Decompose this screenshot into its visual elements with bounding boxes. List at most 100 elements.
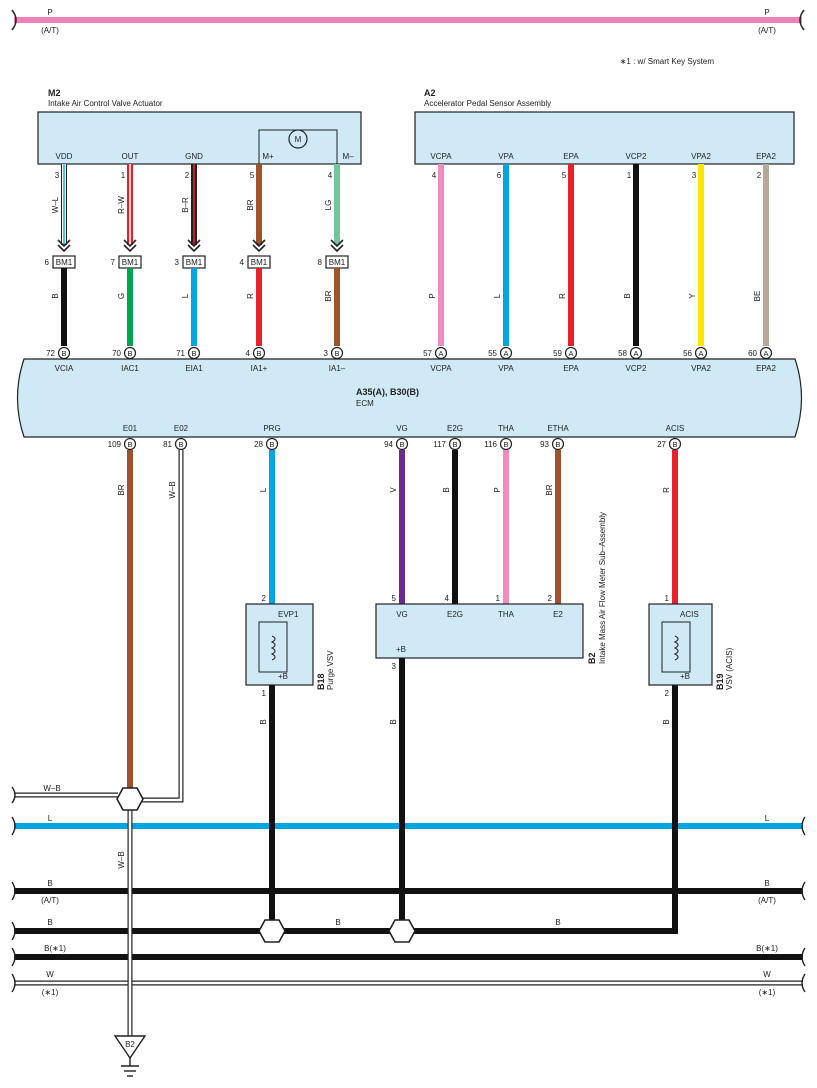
- ecm-connector-letter: B: [555, 440, 560, 449]
- bus-label: B(∗1): [44, 944, 66, 953]
- bm1-pin-number: 4: [240, 258, 245, 267]
- p-bus-right-label: P: [764, 8, 769, 17]
- ecm-top-terminal: EIA1: [185, 364, 203, 373]
- m2-pin-label: M–: [342, 152, 354, 161]
- ecm-top-pin-number: 71: [176, 349, 185, 358]
- wire-code: P: [493, 487, 502, 492]
- ecm-bottom-pin-circles: [123, 437, 682, 451]
- ecm-top-pin-number: 60: [748, 349, 757, 358]
- b19-code: B19: [715, 673, 725, 690]
- ecm-lower-wires: [127, 450, 678, 1036]
- b19-pin-top: 1: [665, 594, 670, 603]
- footnote-text: ∗1 : w/ Smart Key System: [620, 57, 715, 66]
- a2-pin-number: 1: [627, 171, 632, 180]
- bm1-connector-label: BM1: [251, 258, 268, 267]
- bus-label: W: [763, 970, 771, 979]
- m2-pin-number: 2: [185, 171, 190, 180]
- p-bus: P (A/T) P (A/T): [11, 8, 805, 35]
- b18-code: B18: [316, 673, 326, 690]
- a2-wire-code: Y: [688, 293, 697, 299]
- ecm-connector-letter: A: [438, 349, 443, 358]
- a2-pin-number: 2: [757, 171, 762, 180]
- b2-pin-number: 2: [548, 594, 553, 603]
- a2-pin-number: 6: [497, 171, 502, 180]
- ecm-bottom-terminal: E01: [123, 424, 138, 433]
- b2-pin-label: THA: [498, 610, 515, 619]
- b18-label-top: EVP1: [278, 610, 299, 619]
- b2-label-bottom: +B: [396, 645, 406, 654]
- ecm-connector-letter: A: [633, 349, 638, 358]
- ecm-name: ECM: [356, 399, 374, 408]
- b2-pin-number: 4: [445, 594, 450, 603]
- ecm-bottom-pin-number: 116: [484, 440, 497, 449]
- wire-code: W–B: [168, 481, 177, 498]
- ecm-connector-letter: A: [763, 349, 768, 358]
- ecm-top-pin-number: 70: [112, 349, 121, 358]
- bm1-connector-label: BM1: [122, 258, 139, 267]
- ecm-connector-letter: B: [256, 349, 261, 358]
- bm1-connector-label: BM1: [186, 258, 203, 267]
- ground-label: B2: [125, 1040, 135, 1049]
- m2-pin-number: 4: [328, 171, 333, 180]
- wire-code: V: [389, 487, 398, 493]
- b18-name: Purge VSV: [326, 650, 335, 690]
- bus-label: B: [764, 879, 769, 888]
- ecm-bottom-pin-number: 94: [384, 440, 393, 449]
- m2-lower-wire-code: G: [117, 293, 126, 299]
- ecm-connector-letter: B: [672, 440, 677, 449]
- ecm-top-pin-number: 55: [488, 349, 497, 358]
- ecm-top-terminal: VPA2: [691, 364, 711, 373]
- m2-pin-number: 1: [121, 171, 126, 180]
- a2-pin-label: EPA2: [756, 152, 776, 161]
- b19-name: VSV (ACIS): [725, 647, 734, 690]
- wire-code: B: [259, 719, 268, 724]
- b2-pin-label: VG: [396, 610, 408, 619]
- ecm-bottom-terminal: E2G: [447, 424, 463, 433]
- a2-pin-number: 4: [432, 171, 437, 180]
- bus-label: B: [47, 918, 52, 927]
- b19-label-bottom: +B: [680, 672, 690, 681]
- ecm-connector-letter: B: [452, 440, 457, 449]
- ecm-code: A35(A), B30(B): [356, 387, 419, 397]
- splice-points: [116, 787, 416, 943]
- m2-wire-code: LG: [324, 200, 333, 211]
- ecm-top-pin-number: 56: [683, 349, 692, 358]
- a2-pin-number: 5: [562, 171, 567, 180]
- ecm-connector-letter: B: [178, 440, 183, 449]
- a2-pin-label: VPA2: [691, 152, 711, 161]
- a2-name: Accelerator Pedal Sensor Assembly: [424, 99, 551, 108]
- b18-box: [245, 603, 314, 686]
- wire-code: BR: [117, 484, 126, 495]
- a2-wires: [438, 164, 769, 346]
- wire-code: B: [662, 719, 671, 724]
- ecm-bottom-pin-number: 109: [108, 440, 122, 449]
- wire-code: BR: [545, 484, 554, 495]
- m2-wire-code: B–R: [181, 197, 190, 213]
- b19-inner: [661, 621, 691, 673]
- m2-wire-code: W–L: [51, 196, 60, 213]
- ecm-top-terminal: EPA2: [756, 364, 776, 373]
- lower-buses: [11, 786, 806, 993]
- m2-pin-label: M+: [262, 152, 274, 161]
- a2-wire-code: B: [623, 293, 632, 298]
- b18-label-bottom: +B: [278, 672, 288, 681]
- ecm-connector-letter: B: [191, 349, 196, 358]
- ecm-connector-letter: B: [61, 349, 66, 358]
- a2-pin-label: VCP2: [626, 152, 647, 161]
- bus-label: L: [48, 814, 53, 823]
- bm1-connector-label: BM1: [56, 258, 73, 267]
- b18-coil-icon: [270, 635, 276, 661]
- ecm-bottom-terminal: ETHA: [547, 424, 569, 433]
- ecm-top-pin-number: 59: [553, 349, 562, 358]
- b2-pin-label: E2G: [447, 610, 463, 619]
- a2-wire-code: L: [493, 293, 502, 298]
- a2-pin-label: VPA: [498, 152, 514, 161]
- m2-wire-code: BR: [246, 199, 255, 210]
- ecm-top-terminal: IA1+: [251, 364, 268, 373]
- a2-pin-label: EPA: [563, 152, 579, 161]
- bus-sub-label: (A/T): [41, 896, 59, 905]
- a2-wire-code: P: [428, 293, 437, 298]
- wire-code: L: [259, 487, 268, 492]
- b19-coil-icon: [673, 635, 679, 661]
- bm1-pin-number: 7: [111, 258, 116, 267]
